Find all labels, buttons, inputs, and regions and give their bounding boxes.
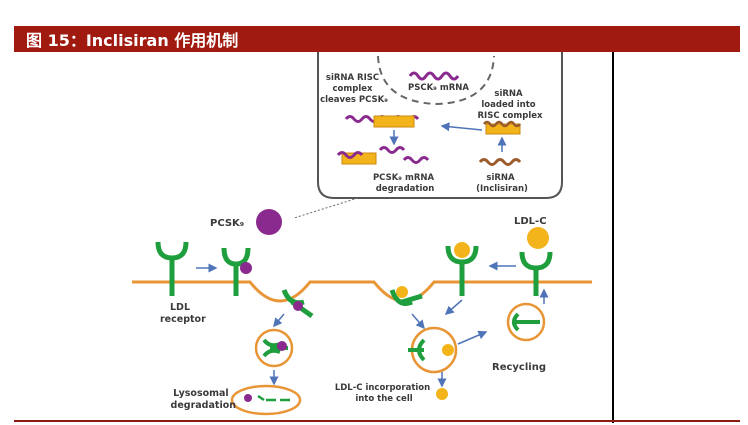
ldl-receptor-1 bbox=[155, 241, 189, 296]
mechanism-diagram: PSCK₉ mRNA siRNA RISC complex cleaves PC… bbox=[112, 52, 612, 420]
pcsk9-protein bbox=[256, 209, 282, 235]
secretion-dotted-line bbox=[293, 197, 359, 219]
cell-membrane bbox=[132, 280, 592, 303]
pcsk9-bound-receptor bbox=[240, 262, 252, 274]
ldlc-in-pit bbox=[396, 286, 408, 298]
lysosomal-degradation-label: Lysosomal degradation bbox=[171, 388, 237, 411]
arrow-pit-to-endosome bbox=[273, 313, 285, 328]
recycling-endosome bbox=[506, 302, 546, 342]
nucleus-outline bbox=[377, 55, 495, 106]
sirna-loaded-label: siRNA loaded into RISC complex bbox=[477, 89, 543, 121]
arrow-risc-to-cleave bbox=[440, 122, 483, 132]
figure-right-border bbox=[612, 52, 614, 423]
risc-complex-cleaving bbox=[373, 115, 415, 128]
loaded-sirna-strand bbox=[483, 120, 521, 128]
ldlc-label: LDL-C bbox=[514, 216, 547, 227]
pcsk9-mrna-label: PSCK₉ mRNA bbox=[408, 83, 469, 93]
ldl-receptor-free bbox=[519, 251, 553, 296]
inclisiran-sirna-strand bbox=[478, 158, 522, 166]
mrna-degradation-label: PCSK₉ mRNA degradation bbox=[373, 173, 437, 194]
degraded-receptor-fragments bbox=[257, 394, 290, 402]
ldl-receptor-with-ldlc bbox=[445, 245, 479, 296]
arrow-to-recycling bbox=[457, 330, 488, 345]
figure-bottom-rule bbox=[14, 420, 740, 422]
ldl-receptor-2 bbox=[221, 247, 251, 296]
figure-title-bar: 图 15：Inclisiran 作用机制 bbox=[14, 26, 740, 52]
pcsk9-in-endosome bbox=[277, 341, 287, 351]
risc-cleaves-label: siRNA RISC complex cleaves PCSK₉ bbox=[320, 73, 388, 105]
cytoplasm-box bbox=[317, 52, 563, 199]
arrow-pit2-to-endosome bbox=[411, 313, 425, 330]
pcsk9-label: PCSK₉ bbox=[210, 218, 244, 229]
arrow-surface-to-pit bbox=[444, 299, 463, 315]
ldlc-particle bbox=[527, 227, 549, 249]
recycling-label: Recycling bbox=[492, 362, 546, 373]
endosome-pcsk9 bbox=[254, 328, 294, 368]
receptor-recycling bbox=[512, 312, 540, 332]
pcsk9-in-pit bbox=[293, 301, 303, 311]
ldl-receptor-label: LDL receptor bbox=[160, 302, 206, 325]
sirna-inclisiran-label: siRNA (Inclisiran) bbox=[476, 173, 528, 194]
ldlc-bound-receptor bbox=[454, 242, 470, 258]
mrna-fragment-3 bbox=[402, 156, 430, 164]
ldlc-incorporation-label: LDL-C incorporation into the cell bbox=[335, 383, 433, 404]
receptor-in-ldlc-endosome bbox=[408, 338, 426, 362]
mrna-fragment-1 bbox=[336, 151, 364, 159]
ldlc-incorporated bbox=[436, 388, 448, 400]
lysosome bbox=[230, 384, 302, 416]
figure-title: 图 15：Inclisiran 作用机制 bbox=[26, 31, 239, 50]
degraded-pcsk9-fragment bbox=[244, 394, 252, 402]
mrna-fragment-2 bbox=[378, 146, 406, 154]
ldl-receptor-internalizing-2 bbox=[389, 289, 423, 306]
mechanism-diagram-svg: PSCK₉ mRNA siRNA RISC complex cleaves PC… bbox=[132, 52, 592, 416]
pcsk9-mrna-strand bbox=[408, 71, 460, 81]
ldlc-in-endosome bbox=[442, 344, 454, 356]
